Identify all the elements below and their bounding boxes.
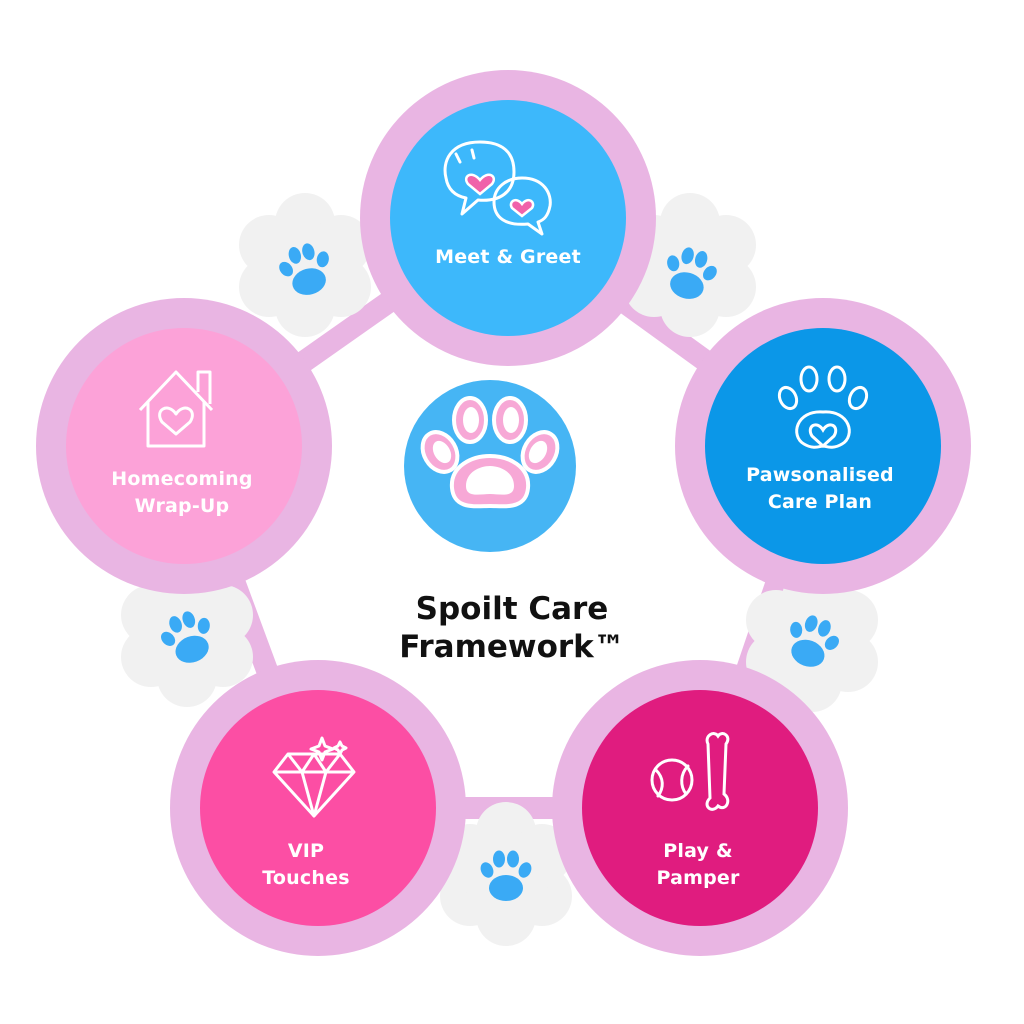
sparkling-diamond-icon	[272, 736, 356, 818]
label-line: Care Plan	[767, 491, 873, 513]
node-care-plan	[675, 298, 971, 594]
ball-and-bone-icon	[650, 732, 730, 811]
node-label-care-plan: Pawsonalised Care Plan	[720, 462, 920, 516]
label-line: Meet & Greet	[435, 246, 581, 268]
label-line: Homecoming	[111, 468, 253, 490]
label-line: Touches	[262, 867, 350, 889]
title-line-1: Spoilt Care	[415, 591, 609, 627]
framework-title: Spoilt Care Framework™	[312, 590, 712, 666]
pink-paw-icon	[420, 396, 560, 509]
label-line: Wrap-Up	[134, 495, 230, 517]
node-label-play-pamper: Play & Pamper	[598, 838, 798, 892]
house-heart-icon	[138, 370, 214, 448]
label-line: Play &	[663, 840, 733, 862]
label-line: Pamper	[656, 867, 740, 889]
center-paw-badge	[404, 380, 576, 552]
paw-heart-icon	[777, 365, 869, 449]
node-label-meet-greet: Meet & Greet	[408, 244, 608, 271]
title-line-2: Framework™	[399, 629, 625, 665]
speech-bubbles-heart-icon	[443, 140, 552, 236]
label-line: Pawsonalised	[746, 464, 894, 486]
node-play-pamper	[552, 660, 848, 956]
node-label-vip-touches: VIP Touches	[206, 838, 406, 892]
node-meet-greet	[360, 70, 656, 366]
label-line: VIP	[287, 840, 325, 862]
node-vip-touches	[170, 660, 466, 956]
node-homecoming	[36, 298, 332, 594]
node-label-homecoming: Homecoming Wrap-Up	[82, 466, 282, 520]
